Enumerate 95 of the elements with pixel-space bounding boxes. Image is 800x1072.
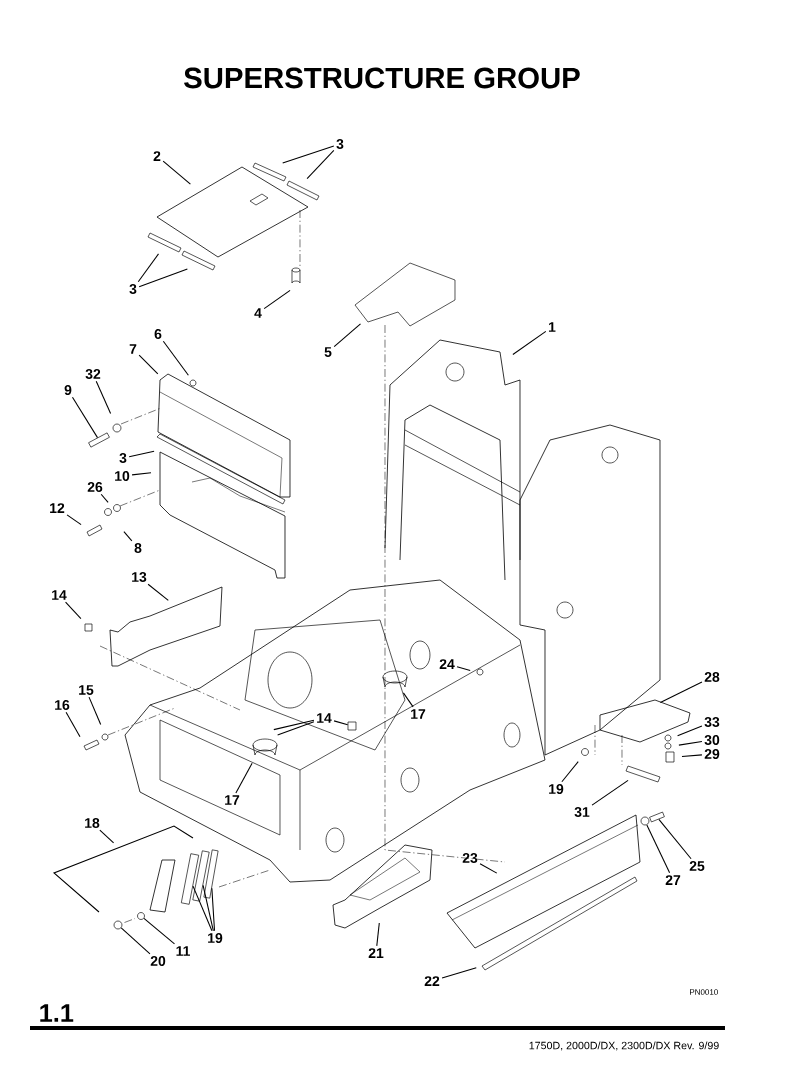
callout-number: 26 (87, 482, 103, 492)
callout-number: 32 (85, 369, 101, 379)
leader-line (95, 380, 112, 415)
leader-line (677, 725, 703, 737)
leader-line (678, 741, 703, 746)
bolt-drawing (649, 811, 665, 823)
callout-number: 20 (150, 956, 166, 966)
callout-number: 3 (119, 453, 127, 463)
leader-line (282, 145, 335, 164)
leader-line (376, 922, 380, 947)
leader-line (658, 818, 692, 860)
page-number: 1.1 (40, 1004, 74, 1022)
leader-line (235, 762, 253, 794)
leader-line (479, 863, 498, 874)
leader-line (71, 396, 99, 439)
callout-number: 10 (115, 471, 130, 481)
drawing-number: PN0010 (690, 989, 718, 995)
bolt-drawing (88, 432, 110, 448)
leader-line (138, 268, 188, 288)
leader-line (263, 289, 291, 310)
callout-number: 31 (574, 807, 590, 817)
plate-drawing (180, 853, 200, 905)
leader-line (202, 884, 214, 932)
washer-drawing (137, 912, 145, 920)
leader-line (273, 719, 315, 731)
callout-number: 33 (704, 717, 720, 727)
leader-line (138, 354, 159, 375)
leader-line (123, 531, 133, 542)
callout-number: 19 (208, 933, 223, 943)
callout-number: 6 (154, 329, 162, 339)
callout-number: 14 (317, 713, 332, 723)
leader-line (131, 472, 152, 476)
plate-drawing (203, 849, 219, 899)
leader-line (646, 824, 671, 874)
callout-number: 28 (704, 672, 720, 682)
callout-number: 14 (52, 590, 67, 600)
leader-line (162, 160, 191, 185)
callout-number: 1 (549, 322, 556, 332)
callout-number: 3 (129, 284, 137, 294)
callout-number: 7 (129, 344, 137, 354)
leader-line (456, 666, 471, 671)
leader-line (162, 340, 189, 376)
callout-number: 27 (665, 875, 681, 885)
nut-drawing (347, 721, 357, 731)
callout-number: 21 (368, 948, 384, 958)
leader-line (659, 681, 703, 703)
leader-line (192, 885, 213, 932)
callout-number: 22 (424, 976, 440, 986)
callout-number: 17 (225, 795, 240, 805)
leader-line (441, 967, 477, 979)
callout-number: 12 (50, 503, 65, 513)
callout-number: 29 (704, 749, 720, 759)
footer-text: 1750D, 2000D/DX, 2300D/DX Rev. 9/99 (529, 1041, 719, 1051)
leader-line (99, 829, 115, 844)
callout-number: 11 (176, 946, 190, 956)
leader-line (120, 927, 151, 955)
leader-line (100, 493, 109, 503)
leader-line (333, 323, 362, 348)
callout-number: 4 (254, 308, 262, 318)
callout-number: 2 (153, 151, 161, 161)
leader-line (143, 917, 176, 945)
callout-number: 25 (689, 861, 705, 871)
leader-line (65, 711, 81, 738)
leader-line (137, 253, 160, 283)
washer-drawing (640, 816, 650, 826)
title: SUPERSTRUCTURE GROUP (184, 67, 580, 89)
callout-number: 17 (411, 709, 426, 719)
callout-number: 18 (85, 818, 100, 828)
callout-number: 3 (336, 139, 344, 149)
leader-line (211, 887, 216, 932)
callout-number: 15 (79, 685, 94, 695)
leader-line (333, 720, 349, 726)
leader-line (306, 149, 335, 180)
leader-line (277, 721, 315, 736)
leader-line (591, 779, 629, 806)
callout-number: 8 (134, 543, 142, 553)
leader-line (402, 692, 414, 708)
callout-number: 5 (324, 347, 332, 357)
leader-line (147, 583, 169, 601)
nut-drawing (113, 920, 123, 930)
leader-line (66, 514, 82, 526)
callout-number: 23 (462, 853, 478, 863)
callout-number: 30 (704, 735, 720, 745)
callout-number: 19 (549, 784, 564, 794)
plate-drawing (192, 850, 210, 902)
callout-number: 16 (55, 700, 70, 710)
callout-number: 24 (439, 659, 455, 669)
leader-line (681, 754, 703, 758)
leader-line (88, 696, 102, 726)
leader-line (128, 450, 155, 458)
callout-number: 13 (132, 572, 147, 582)
leader-line (512, 330, 547, 356)
leader-line (561, 761, 579, 783)
callout-number: 9 (64, 385, 72, 395)
leader-line (65, 601, 82, 620)
